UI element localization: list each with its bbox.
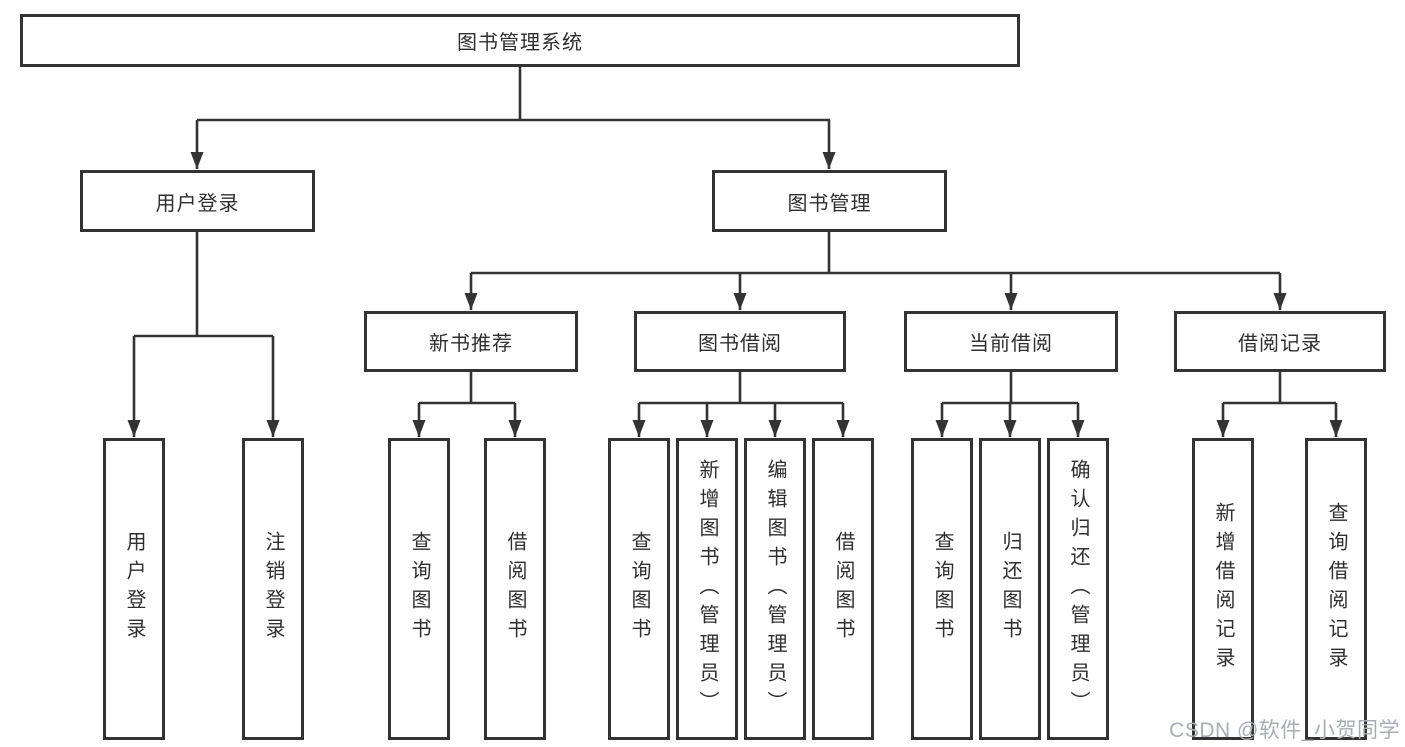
node-label: 新增借阅记录 (1212, 502, 1234, 676)
node-label: 图书借阅 (698, 333, 782, 355)
node-borrow-records: 借阅记录 (1174, 311, 1386, 372)
node-label: 借阅记录 (1238, 333, 1322, 355)
leaf-add-books-admin: 新增图书（管理员） (676, 438, 738, 740)
node-label: 用户登录 (123, 531, 145, 647)
node-label: 查询图书 (408, 531, 430, 647)
node-label: 图书管理系统 (457, 32, 583, 54)
node-label: 查询图书 (628, 531, 650, 647)
leaf-user-login: 用户登录 (103, 438, 165, 740)
leaf-query-books-recommend: 查询图书 (388, 438, 450, 740)
node-label: 新增图书（管理员） (696, 458, 718, 720)
leaf-query-books-current: 查询图书 (911, 438, 973, 740)
node-label: 借阅图书 (504, 531, 526, 647)
node-label: 图书管理 (787, 192, 872, 215)
leaf-logout: 注销登录 (242, 438, 304, 740)
leaf-borrow-books-recommend: 借阅图书 (484, 438, 546, 740)
csdn-watermark: CSDN @软件_小贺同学 (1169, 719, 1400, 742)
node-book-management: 图书管理 (712, 170, 947, 232)
node-user-login: 用户登录 (80, 170, 315, 232)
leaf-return-books: 归还图书 (979, 438, 1041, 740)
node-label: 编辑图书（管理员） (764, 458, 786, 720)
node-label: 借阅图书 (832, 531, 854, 647)
node-label: 当前借阅 (969, 333, 1053, 355)
node-root-library-system: 图书管理系统 (20, 14, 1020, 67)
leaf-borrow-books: 借阅图书 (812, 438, 874, 740)
node-label: 查询图书 (931, 531, 953, 647)
node-current-borrow: 当前借阅 (904, 311, 1118, 372)
node-label: 新书推荐 (429, 333, 513, 355)
node-label: 归还图书 (999, 531, 1021, 647)
node-label: 注销登录 (262, 531, 284, 647)
node-label: 确认归还（管理员） (1067, 458, 1089, 720)
node-label: 用户登录 (155, 192, 240, 215)
leaf-query-borrow-record: 查询借阅记录 (1305, 438, 1367, 740)
leaf-confirm-return-admin: 确认归还（管理员） (1047, 438, 1109, 740)
node-book-borrow: 图书借阅 (634, 311, 846, 372)
leaf-query-books-borrow: 查询图书 (608, 438, 670, 740)
node-label: 查询借阅记录 (1325, 502, 1347, 676)
leaf-add-borrow-record: 新增借阅记录 (1192, 438, 1254, 740)
node-new-book-recommend: 新书推荐 (364, 311, 578, 372)
leaf-edit-books-admin: 编辑图书（管理员） (744, 438, 806, 740)
